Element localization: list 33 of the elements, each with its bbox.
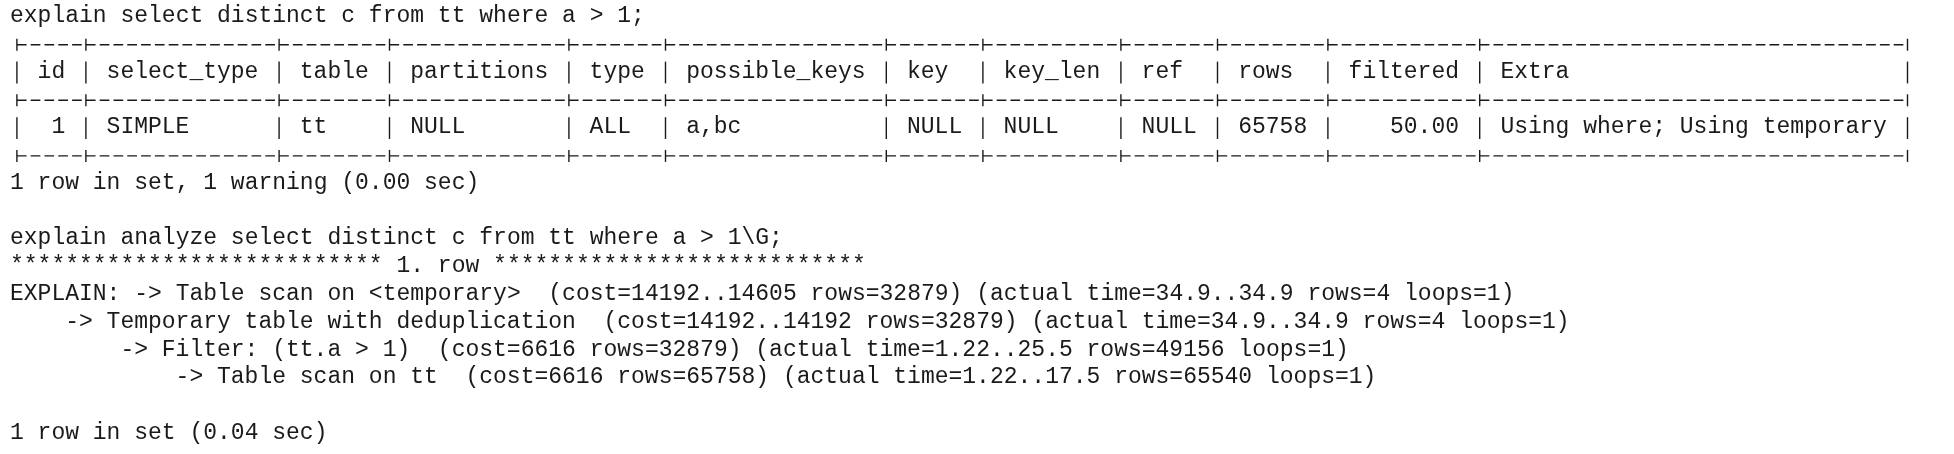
table-cell: NULL — [1141, 114, 1197, 142]
table-cell: NULL — [1003, 114, 1059, 142]
column-header: filtered — [1348, 58, 1459, 86]
table-cell: a,bc — [686, 114, 742, 142]
sql-command: explain select distinct c from tt where a > 1; — [10, 3, 645, 30]
column-header: rows — [1238, 58, 1294, 86]
table-cell: ALL — [589, 114, 631, 142]
column-header: possible_keys — [686, 58, 866, 86]
column-header: id — [37, 58, 66, 86]
plan-line: -> Filter: (tt.a > 1) (cost=6616 rows=32879) (actual time=1.22..25.5 rows=49156 loops=1) — [120, 336, 1349, 364]
table-cell: 1 — [51, 114, 66, 142]
column-header: Extra — [1500, 58, 1570, 86]
sql-command: explain analyze select distinct c from tt where a > 1\G; — [10, 225, 783, 253]
table-cell: SIMPLE — [106, 114, 190, 142]
result-summary: 1 row in set (0.04 sec) — [10, 420, 328, 447]
plan-line: -> Temporary table with deduplication (cost=14192..14192 rows=32879) (actual time=34.9..34.9 rows=4 loops=1) — [65, 308, 1570, 336]
result-summary: 1 row in set, 1 warning (0.00 sec) — [10, 169, 480, 197]
plan-line: EXPLAIN: -> Table scan on <temporary> (cost=14192..14605 rows=32879) (actual time=34.9..34.9 rows=4 loops=1) — [10, 281, 1515, 308]
table-cell: NULL — [907, 114, 963, 142]
column-header: key_len — [1003, 58, 1101, 86]
table-cell: tt — [299, 114, 328, 142]
column-header: table — [299, 58, 369, 86]
table-cell: NULL — [410, 114, 466, 142]
column-header: ref — [1141, 58, 1183, 86]
column-header: partitions — [410, 58, 549, 86]
plan-line: -> Table scan on tt (cost=6616 rows=65758) (actual time=1.22..17.5 rows=65540 loops=1) — [175, 364, 1377, 392]
table-cell: 50.00 — [1390, 114, 1459, 142]
column-header: type — [589, 58, 645, 86]
column-header: key — [907, 58, 949, 86]
table-cell: Using where; Using temporary — [1500, 114, 1887, 142]
row-separator-text: *************************** 1. row *************************** — [10, 253, 866, 281]
table-cell: 65758 — [1238, 114, 1308, 142]
column-header: select_type — [106, 58, 259, 86]
